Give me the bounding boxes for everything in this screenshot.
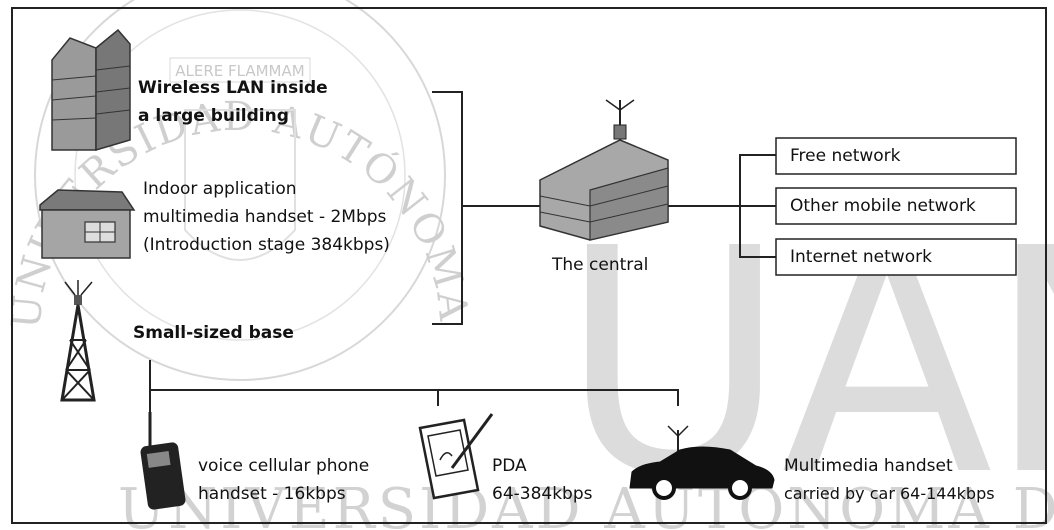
house-icon — [40, 190, 134, 258]
left-group-bracket — [432, 92, 462, 324]
pda-icon — [420, 414, 492, 498]
central-building-icon — [540, 100, 668, 240]
base-tower-icon — [62, 280, 94, 400]
house-label-line2: multimedia handset - 2Mbps — [143, 206, 386, 228]
house-label-line1: Indoor application — [143, 178, 297, 200]
car-label-line2: carried by car 64-144kbps — [784, 483, 995, 505]
central-label: The central — [552, 254, 648, 276]
skyscraper-icon — [52, 30, 130, 150]
tower-label: Small-sized base — [133, 322, 294, 344]
car-icon — [630, 426, 774, 498]
building-label-line1: Wireless LAN inside — [138, 77, 328, 99]
car-label-line1: Multimedia handset — [784, 455, 953, 477]
network-label-other-mobile: Other mobile network — [790, 195, 976, 217]
phone-label-line2: handset - 16kbps — [198, 483, 346, 505]
network-label-internet: Internet network — [790, 246, 932, 268]
pda-label-line1: PDA — [492, 455, 527, 477]
phone-label-line1: voice cellular phone — [198, 455, 369, 477]
pda-label-line2: 64-384kbps — [492, 483, 593, 505]
device-bracket — [150, 360, 678, 406]
house-label-line3: (Introduction stage 384kbps) — [143, 234, 390, 256]
network-label-free: Free network — [790, 145, 901, 167]
cellular-phone-icon — [140, 412, 187, 510]
building-label-line2: a large building — [138, 105, 289, 127]
